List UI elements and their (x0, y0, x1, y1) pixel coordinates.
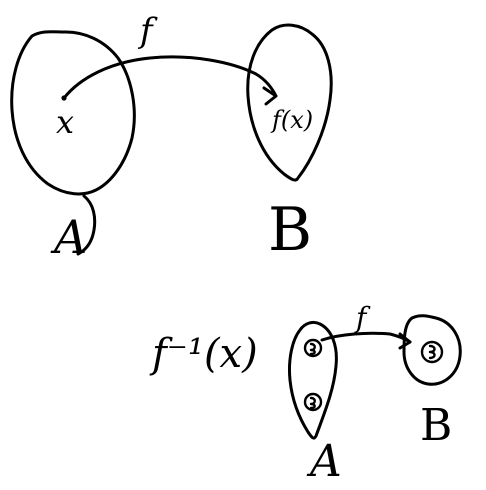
bottom-codomain-label: B (420, 400, 453, 451)
arrow-f-bottom-head (398, 332, 412, 350)
encircled-point-b-mark (428, 344, 436, 360)
top-codomain-label: B (268, 195, 313, 265)
encircled-point-2-mark (309, 396, 316, 410)
encircled-point-1 (303, 338, 323, 358)
bottom-domain-label: A (310, 436, 342, 487)
bottom-preimage-label: f⁻¹(x) (152, 331, 258, 377)
set-b-small-blob (402, 314, 462, 386)
bottom-map-label: f (356, 301, 367, 334)
set-a-tail (76, 194, 97, 256)
arrow-f-top (62, 55, 278, 100)
top-domain-label: A (54, 210, 88, 264)
set-a-blob (10, 30, 136, 196)
set-a-small-blob (288, 320, 338, 440)
point-x (61, 95, 67, 101)
arrow-f-top-head (262, 86, 278, 106)
arrow-f-bottom (320, 331, 412, 344)
set-b-blob (246, 23, 333, 182)
encircled-point-1-mark (309, 342, 316, 356)
encircled-point-b (420, 340, 444, 364)
top-image-label: f(x) (272, 106, 314, 134)
top-element-label: x (56, 103, 75, 141)
top-map-label: f (140, 11, 153, 51)
encircled-point-2 (303, 392, 323, 412)
